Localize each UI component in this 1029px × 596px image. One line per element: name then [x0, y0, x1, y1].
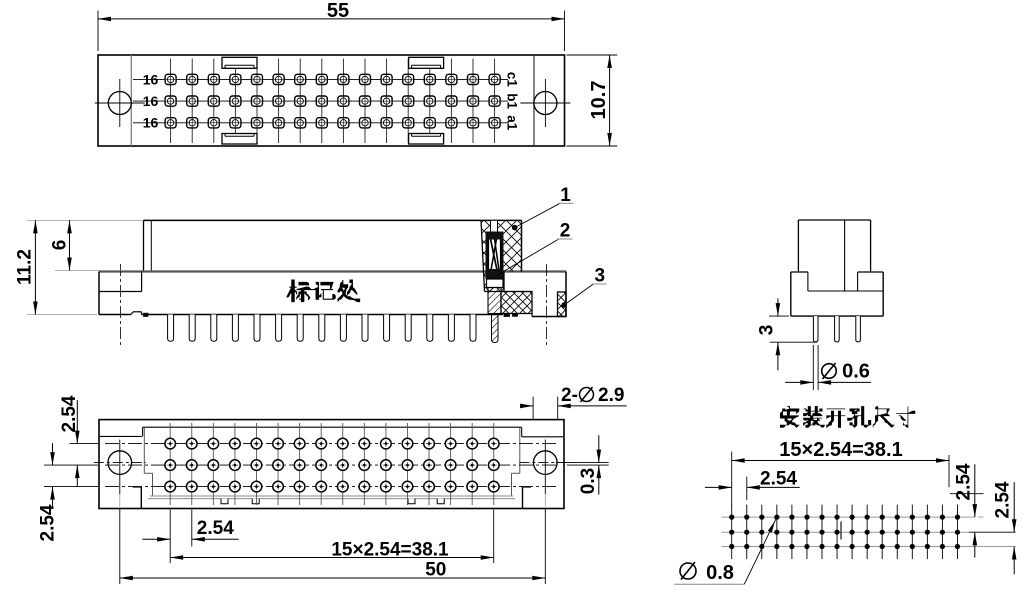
svg-text:10.7: 10.7: [588, 81, 610, 120]
svg-text:2.54: 2.54: [197, 518, 234, 539]
svg-text:0.6: 0.6: [842, 361, 870, 383]
svg-text:2.54: 2.54: [954, 463, 975, 500]
svg-text:a1: a1: [505, 115, 520, 131]
svg-text:15×2.54=38.1: 15×2.54=38.1: [331, 540, 449, 561]
svg-text:c1: c1: [505, 72, 520, 88]
svg-text:11.2: 11.2: [15, 249, 36, 285]
svg-text:2.54: 2.54: [760, 469, 797, 490]
svg-text:3: 3: [595, 266, 606, 287]
svg-text:2.54: 2.54: [993, 481, 1014, 518]
svg-text:2-: 2-: [561, 385, 578, 406]
svg-text:16: 16: [143, 115, 159, 131]
svg-text:50: 50: [425, 560, 446, 581]
svg-text:16: 16: [143, 71, 159, 87]
svg-text:1: 1: [560, 185, 571, 206]
svg-text:0.3: 0.3: [578, 468, 599, 494]
svg-text:2.54: 2.54: [38, 504, 59, 541]
svg-text:55: 55: [327, 0, 349, 22]
svg-text:2.54: 2.54: [59, 395, 80, 432]
svg-text:b1: b1: [505, 93, 520, 109]
svg-text:15×2.54=38.1: 15×2.54=38.1: [779, 439, 902, 461]
svg-text:3: 3: [757, 325, 778, 336]
svg-text:2.9: 2.9: [598, 385, 624, 406]
svg-text:0.8: 0.8: [706, 562, 734, 584]
svg-text:16: 16: [143, 93, 159, 109]
svg-text:6: 6: [50, 240, 71, 251]
svg-text:2: 2: [560, 221, 571, 242]
